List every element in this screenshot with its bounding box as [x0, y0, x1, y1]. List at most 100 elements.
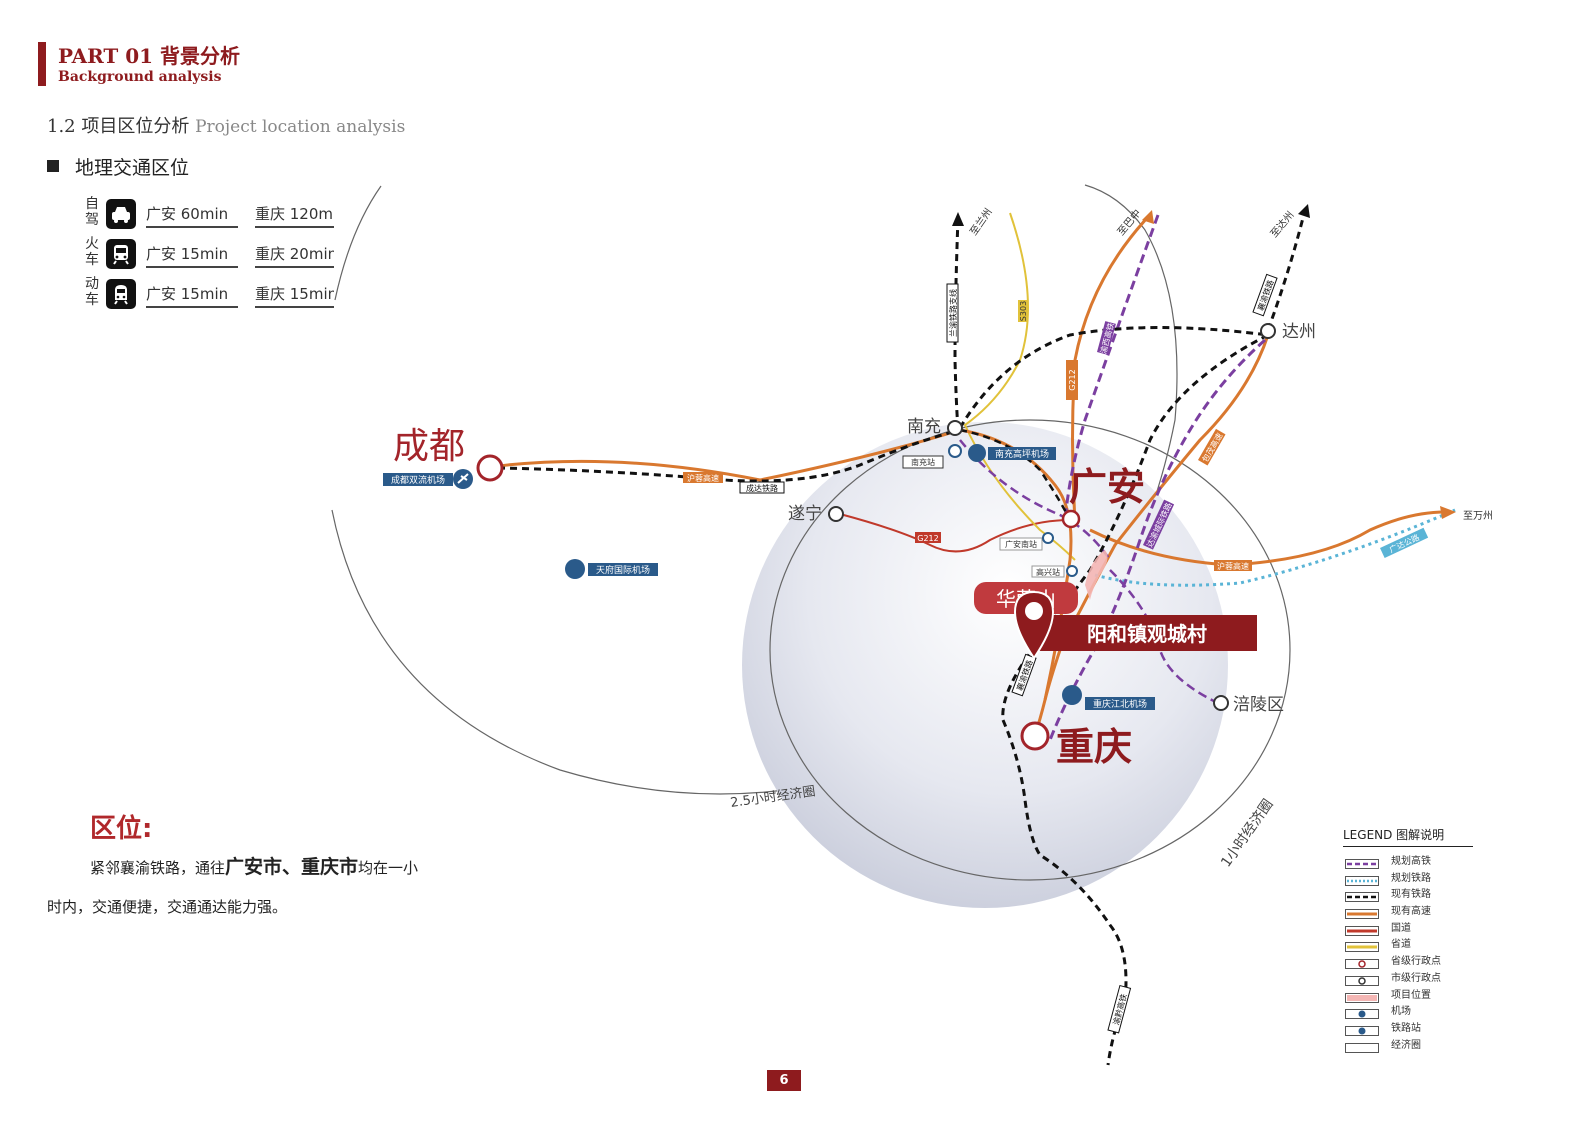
project-location-area: [1085, 550, 1108, 600]
arrow-to-wanzhou-icon: [1440, 506, 1456, 519]
header-accent-bar: [38, 42, 46, 86]
route-label-dacheng: 包茂高速: [1198, 428, 1226, 466]
airport-chengdu: 成都双流机场: [383, 469, 473, 489]
travel-row-high-speed-train: 动车 广安 15min 重庆 15min: [82, 276, 334, 312]
planned-railway: [1094, 508, 1456, 587]
legend-item: 规划铁路: [1343, 868, 1473, 886]
railway-xiangyu: [1001, 333, 1269, 1066]
route-label-g212-north: G212: [1066, 360, 1078, 400]
svg-text:南充站: 南充站: [911, 457, 935, 467]
legend-label: 现有高速: [1391, 906, 1431, 918]
location-text-bold: 广安市、重庆市: [225, 856, 359, 878]
legend-item: 市级行政点: [1343, 968, 1473, 986]
travel-time-table: 自驾 广安 60min 重庆 120min 火车 广安 15min 重庆 20m…: [82, 196, 334, 316]
dazhou-marker: [1260, 323, 1276, 339]
arrow-to-lanzhou-icon: [952, 212, 964, 226]
direction-lanzhou: 至兰州: [967, 206, 995, 238]
legend-label: 经济圈: [1391, 1039, 1421, 1051]
svg-text:南充高坪机场: 南充高坪机场: [995, 448, 1049, 460]
planned-hsr-dazhou: [1048, 338, 1266, 741]
legend-swatch: [1345, 854, 1379, 869]
legend-label: 省道: [1391, 939, 1411, 951]
highway-wanzhou: [1089, 510, 1446, 567]
travel-time-guangan: 广安 15min: [146, 243, 238, 268]
station-nanchong: 南充站: [902, 455, 944, 469]
legend-swatch: [1345, 1038, 1379, 1053]
legend-label: 市级行政点: [1391, 972, 1441, 984]
legend-title: LEGEND 图解说明: [1343, 826, 1473, 847]
airport-nanchong: 南充高坪机场: [948, 444, 1056, 462]
city-fuling-label: 涪陵区: [1233, 695, 1284, 715]
planned-hsr-nanchong: [959, 439, 1112, 561]
part-title: PART 01 背景分析: [58, 44, 241, 68]
svg-text:襄渝铁路: 襄渝铁路: [1255, 279, 1275, 312]
railway-lanyu: [953, 217, 960, 431]
legend-item: 现有高速: [1343, 901, 1473, 920]
legend-item: 经济圈: [1343, 1035, 1473, 1053]
route-label-s303: S303: [1018, 300, 1028, 322]
railway-nanchong-dazhou: [958, 326, 1269, 429]
travel-time-chongqing: 重庆 15min: [255, 283, 334, 308]
travel-time-chongqing: 重庆 20min: [255, 243, 334, 268]
legend-item: 国道: [1343, 918, 1473, 936]
city-suining-label: 遂宁: [788, 504, 822, 524]
svg-text:广安南站: 广安南站: [1005, 539, 1037, 549]
planned-hsr-fuling: [1109, 569, 1219, 705]
legend-label: 规划铁路: [1391, 872, 1431, 884]
railway-nanchong-guangan: [959, 428, 1072, 521]
svg-text:沪蓉高速: 沪蓉高速: [687, 473, 719, 483]
svg-text:沪蓉高速: 沪蓉高速: [1217, 561, 1249, 571]
car-icon: [106, 199, 136, 229]
location-title: 区位:: [90, 814, 153, 844]
direction-wanzhou: 至万州: [1463, 510, 1493, 522]
svg-text:兰渝铁路支线: 兰渝铁路支线: [948, 289, 958, 337]
svg-text:阳和镇观城村: 阳和镇观城村: [1087, 622, 1207, 646]
high-speed-train-icon: [106, 279, 136, 309]
direction-dazhou: 至达州: [1268, 209, 1296, 240]
svg-text:高兴站: 高兴站: [1036, 567, 1060, 577]
city-chengdu-label: 成都: [393, 426, 465, 467]
route-label-chengda-rail: 成达铁路: [739, 481, 785, 494]
legend-swatch: [1345, 1021, 1379, 1036]
nanchong-marker: [947, 420, 963, 436]
railway-dazhou-north: [1266, 209, 1307, 331]
svg-text:广达公路: 广达公路: [1388, 532, 1421, 555]
legend-item: 现有铁路: [1343, 884, 1473, 903]
svg-text:G212: G212: [1068, 369, 1077, 390]
travel-mode-label: 动车: [85, 276, 99, 308]
legend-swatch: [1345, 887, 1379, 903]
square-bullet-icon: [47, 160, 59, 172]
subsection-label: 地理交通区位: [75, 157, 190, 179]
station-gaoxing: 高兴站: [1031, 565, 1078, 578]
chongqing-marker: [1020, 721, 1050, 751]
location-paragraph-line1: 紧邻襄渝铁路，通往广安市、重庆市均在一小: [90, 852, 418, 879]
city-guangan-label: 广安: [1069, 464, 1145, 509]
legend-label: 机场: [1391, 1006, 1411, 1018]
travel-row-car: 自驾 广安 60min 重庆 120min: [82, 196, 334, 232]
legend-swatch: [1345, 904, 1379, 920]
airport-tianfu: 天府国际机场: [565, 559, 658, 579]
circle-label-inner: 1小时经济圈: [1218, 796, 1276, 870]
route-label-dazhou-exp: 襄渝铁路: [1252, 273, 1278, 317]
travel-time-guangan: 广安 15min: [146, 283, 238, 308]
map-legend: LEGEND 图解说明 规划高铁规划铁路现有铁路现有高速国道省道省级行政点市级行…: [1343, 826, 1473, 1053]
location-paragraph-line2: 时内，交通便捷，交通通达能力强。: [47, 898, 288, 916]
legend-item: 省级行政点: [1343, 951, 1473, 970]
city-dazhou-label: 达州: [1282, 322, 1316, 342]
highway-dazhou: [1043, 334, 1270, 701]
route-label-yuqian: 渝黔高铁: [1107, 984, 1132, 1034]
planned-hsr-north: [1063, 214, 1160, 521]
location-text-pre: 紧邻襄渝铁路，通往: [90, 859, 226, 877]
legend-item: 机场: [1343, 1001, 1473, 1020]
svg-text:成达铁路: 成达铁路: [746, 483, 778, 493]
section-title-en: Project location analysis: [195, 117, 406, 137]
legend-swatch: [1345, 988, 1379, 1003]
route-label-g212: G212: [915, 532, 941, 543]
economic-circle-inner: [769, 419, 1291, 881]
legend-label: 国道: [1391, 922, 1411, 934]
arrow-to-dazhou-icon: [1298, 204, 1310, 218]
legend-swatch: [1345, 971, 1379, 986]
city-nanchong-label: 南充: [907, 417, 941, 437]
location-pin-icon: [1013, 590, 1055, 660]
